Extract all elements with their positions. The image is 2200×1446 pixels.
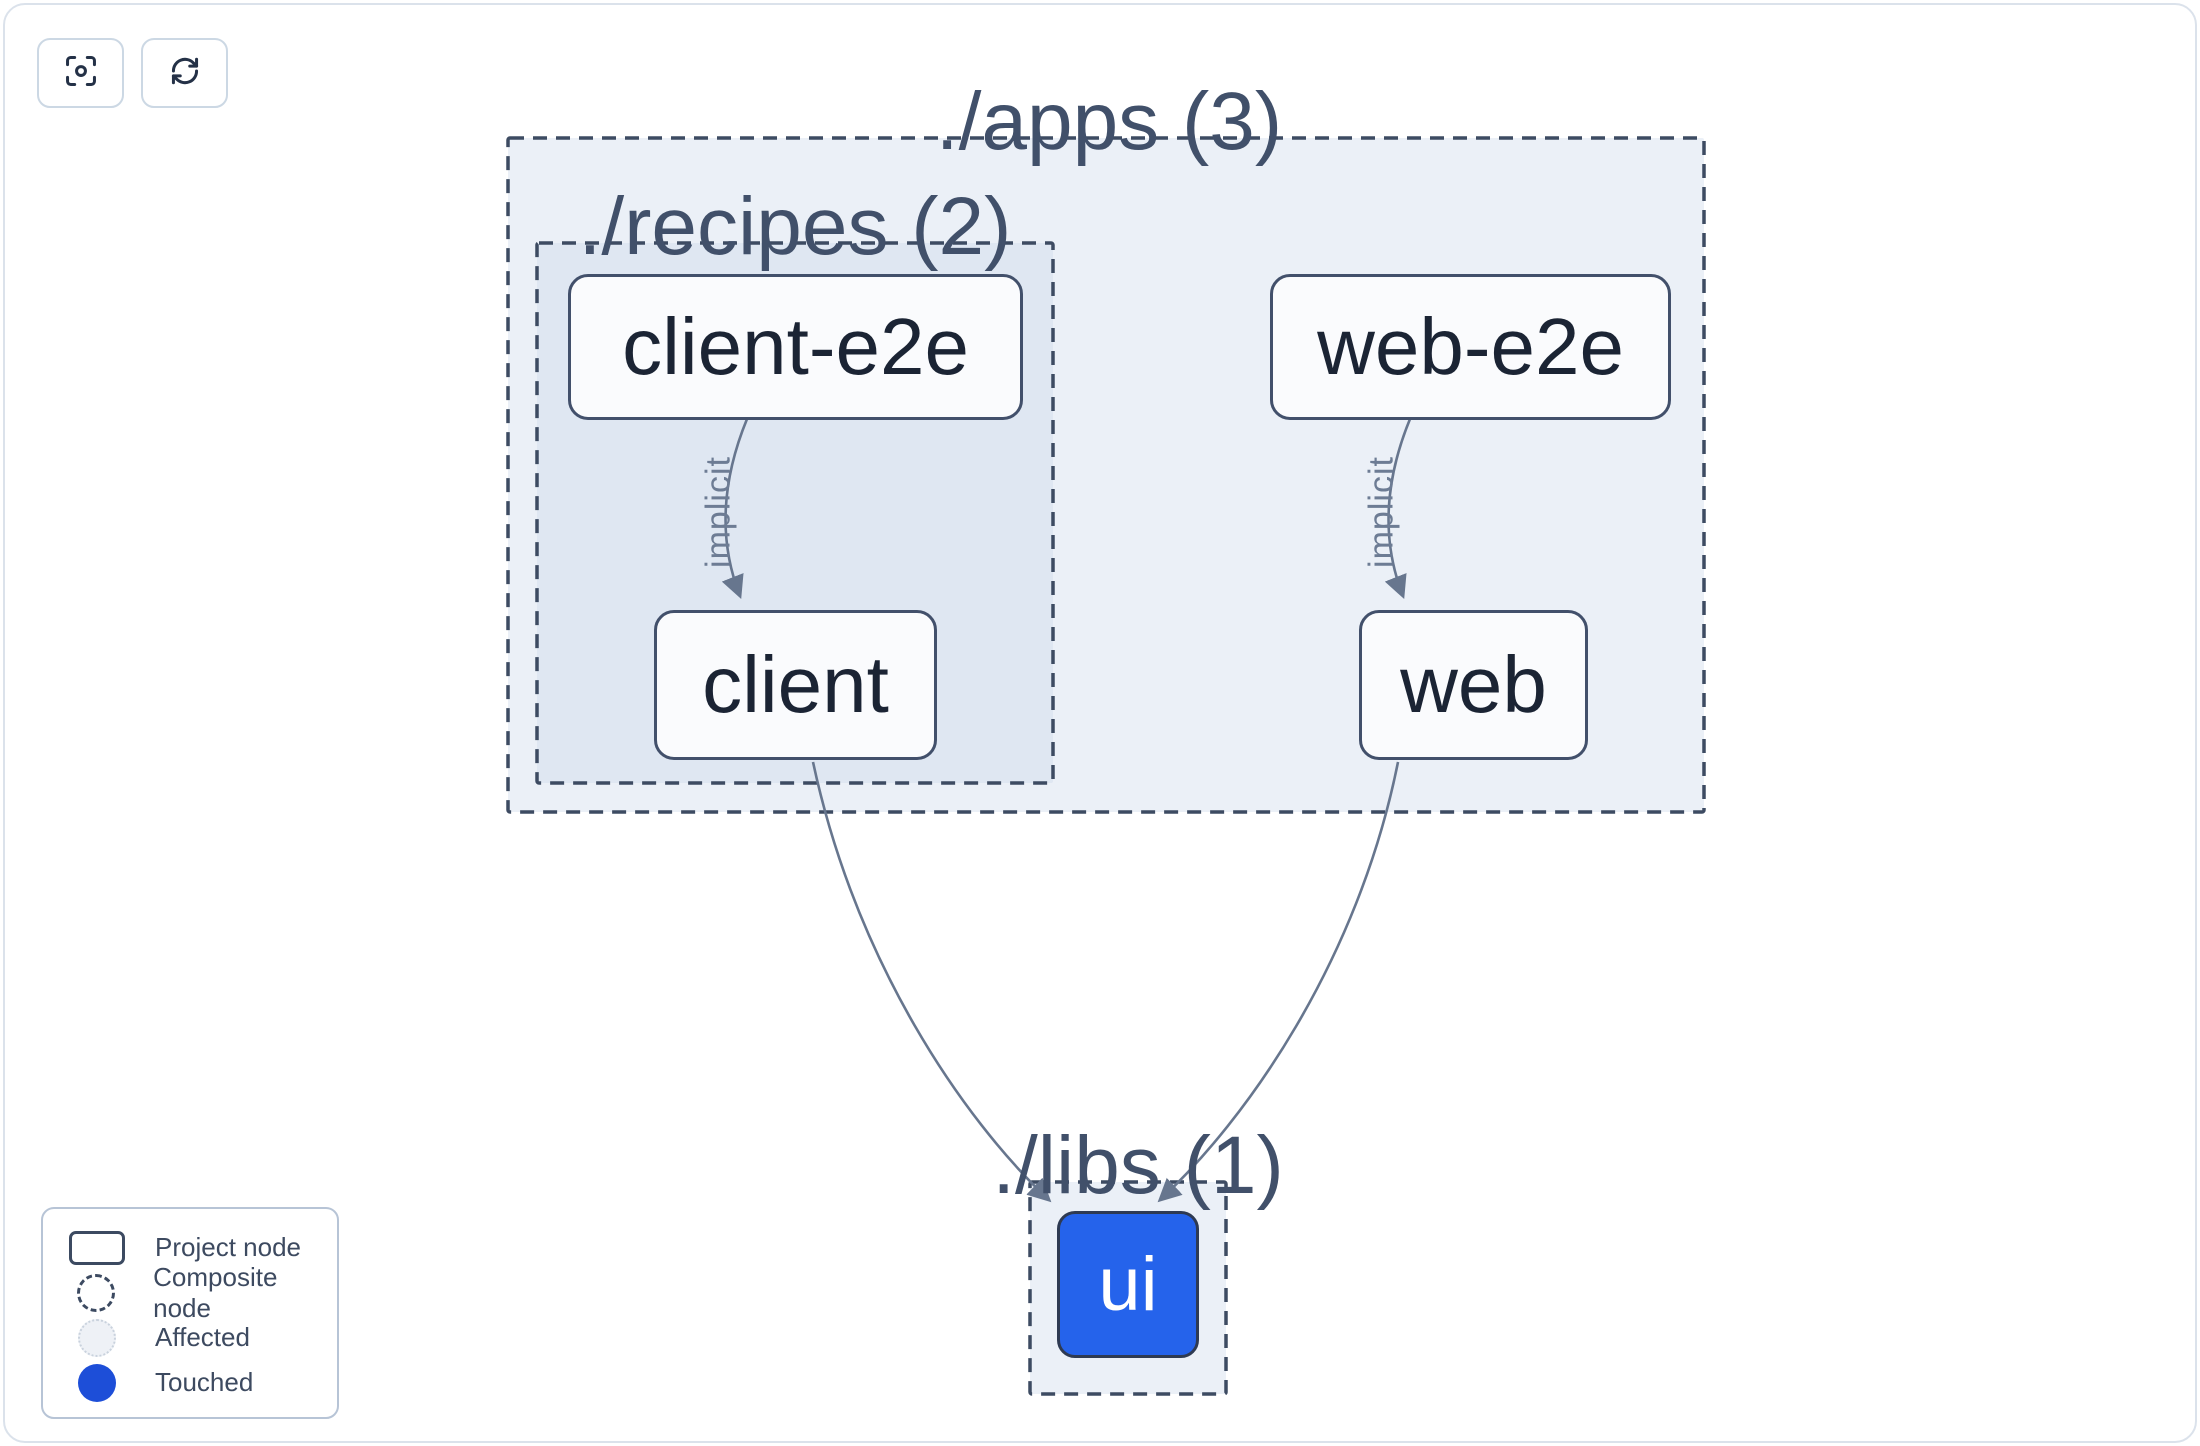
focus-button[interactable] (37, 38, 124, 108)
group-label-apps[interactable]: ./apps (3) (935, 76, 1283, 167)
node-client[interactable]: client (654, 610, 937, 760)
group-label-recipes[interactable]: ./recipes (2) (578, 181, 1012, 272)
edge-client-e2e-to-client (721, 418, 749, 600)
node-client-e2e[interactable]: client-e2e (568, 274, 1023, 420)
legend-label: Affected (155, 1322, 250, 1352)
node-web[interactable]: web (1359, 610, 1588, 760)
legend-item-touched: Touched (65, 1360, 337, 1405)
legend-panel: Project node Composite node Affected Tou… (41, 1207, 339, 1419)
edge-client-to-ui (811, 761, 1052, 1203)
legend-item-project-node: Project node (65, 1225, 337, 1270)
node-web-e2e[interactable]: web-e2e (1270, 274, 1671, 420)
refresh-button[interactable] (141, 38, 228, 108)
node-ui[interactable]: ui (1057, 1211, 1199, 1358)
group-label-libs[interactable]: ./libs (1) (992, 1120, 1284, 1211)
edge-label-implicit-web: implicit (1362, 456, 1401, 568)
legend-label: Touched (155, 1367, 254, 1397)
legend-label: Project node (155, 1232, 301, 1262)
edge-web-e2e-to-web (1384, 418, 1412, 600)
touched-swatch (65, 1363, 129, 1402)
affected-swatch (65, 1318, 129, 1357)
legend-label: Composite node (153, 1261, 278, 1323)
composite-node-swatch (65, 1273, 127, 1312)
edge-label-implicit-client: implicit (699, 456, 738, 568)
project-node-swatch (65, 1230, 129, 1265)
toolbar (37, 38, 228, 108)
edge-web-to-ui (1157, 761, 1400, 1203)
legend-item-composite-node: Composite node (65, 1262, 337, 1323)
refresh-icon (166, 52, 204, 95)
focus-reticle-icon (62, 52, 100, 95)
legend-item-affected: Affected (65, 1315, 337, 1360)
